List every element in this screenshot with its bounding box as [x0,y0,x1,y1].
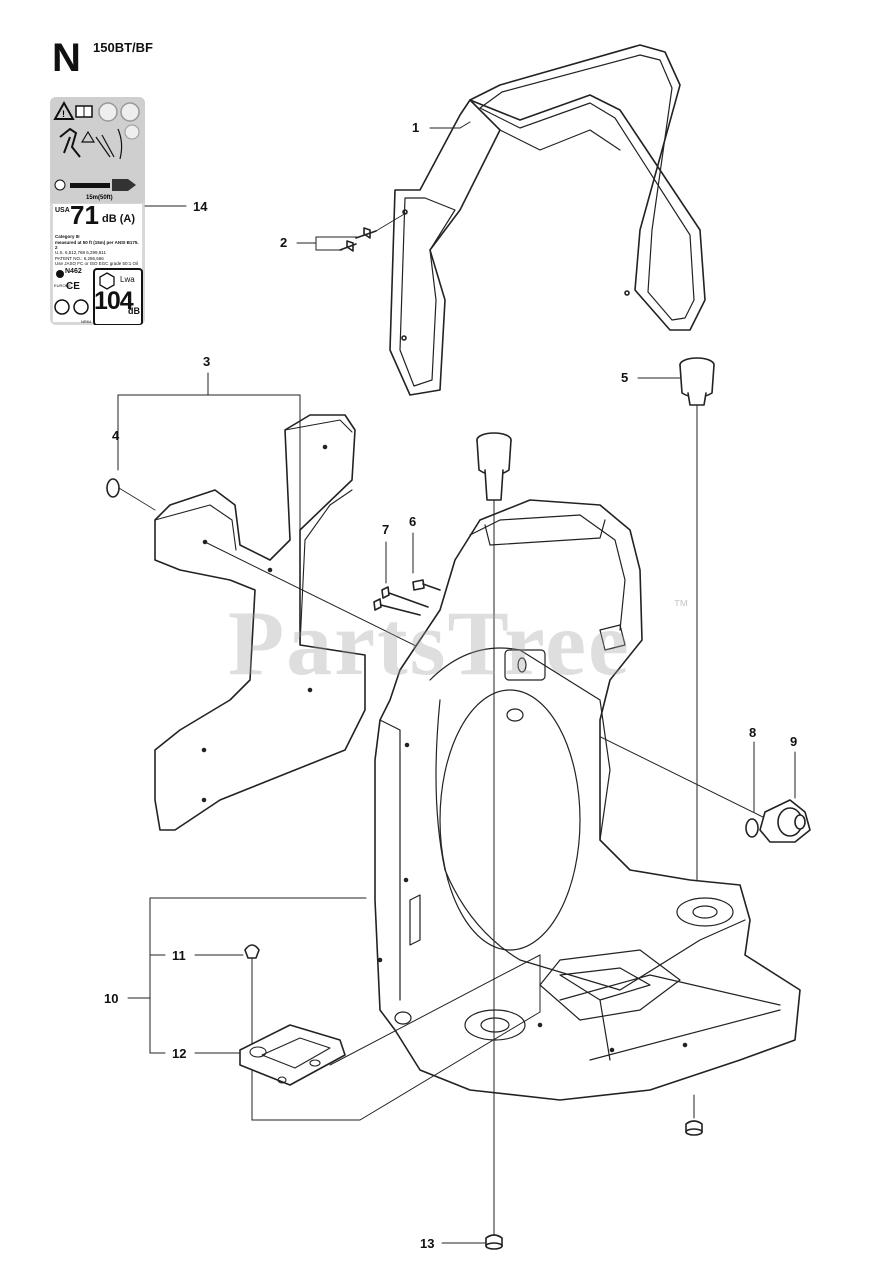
label-europe: EUROPE [54,283,71,288]
certification-marks [54,299,89,315]
callout-4: 4 [112,428,120,443]
label-region: USA [55,207,70,214]
screws-part-2 [339,212,407,252]
callout-6: 6 [409,514,417,529]
label-approval: N462 [65,268,82,275]
label-measured-text: measured at 50 ft (15m) per ANSI B175. 2 [55,239,139,251]
label-category-text: Category III [55,234,80,239]
section-letter: N [52,36,81,80]
label-sound-unit: dB (A) [102,213,135,225]
backpack-frame [374,499,801,1101]
callout-2: 2 [280,235,288,250]
callout-12: 12 [172,1046,187,1061]
lwa-label: Lwa [120,275,135,284]
tree-figure-icon [95,128,123,160]
label-pictogram-area: ! 15m(50ft) [50,97,145,203]
exclamation-icon: ! [62,109,65,119]
callout-1: 1 [412,120,420,135]
lwa-box [93,268,143,325]
eye-protection-icon [120,102,140,122]
callout-8: 8 [749,725,757,740]
foot-part-13 [485,1234,503,1250]
label-fuel-note: Use JASO FC or ISO EGC grade 50:1 Oil [55,261,139,266]
cradle-part-12 [239,1024,346,1086]
callout-9: 9 [790,734,798,749]
ear-protection-icon [98,102,118,122]
ce-mark: CE [66,281,80,292]
gloves-icon [124,124,140,140]
ul-mark-icon [54,299,70,315]
lwa-value: 104 [94,287,134,315]
no-person-icon [54,179,66,191]
washer-part-4 [106,478,156,511]
callout-11: 11 [172,948,186,963]
screw-part-7 [373,586,429,616]
pin-part-11 [244,944,260,1121]
callout-13: 13 [420,1236,435,1251]
fitting-part-9 [759,799,811,843]
blower-tube-icon [70,183,110,188]
pct-mark-icon [73,299,89,315]
operator-figure-icon [59,127,81,158]
watermark: PartsTree [228,592,631,694]
callout-3: 3 [203,354,211,369]
watermark-tm: ™ [673,598,689,615]
screw-part-6 [412,579,441,591]
callout-7: 7 [382,522,390,537]
label-patent-line2: PATENT NO.: 6,286,666 [55,255,104,261]
callout-leaders [117,121,796,1244]
back-pad-part-3 [154,414,366,831]
harness-frame-part-1 [389,44,706,396]
rubber-plug-frame [476,432,512,501]
foot-part-13b [685,1094,703,1136]
lwa-unit: dB [128,306,140,316]
model-number: 150BT/BF [93,40,153,55]
label-nr: NR64 [81,319,92,324]
warning-triangle-icon [53,100,75,120]
rubber-plug-part-5 [679,357,715,901]
distance-text: 15m(50ft) [86,195,113,201]
small-warning-icon [80,130,96,143]
callout-10: 10 [104,991,119,1006]
label-sound-value: 71 [70,200,99,230]
callout-14: 14 [193,199,208,214]
washer-part-8 [745,818,759,838]
label-patent-line1: U.S. 6,512,768 6,299,611 [55,250,106,255]
label-pictograms: ! 15m(50ft) [53,100,140,201]
approval-icon [56,270,64,278]
hex-lwa-icon [99,272,115,290]
callout-5: 5 [621,370,629,385]
debris-icon [112,179,136,191]
